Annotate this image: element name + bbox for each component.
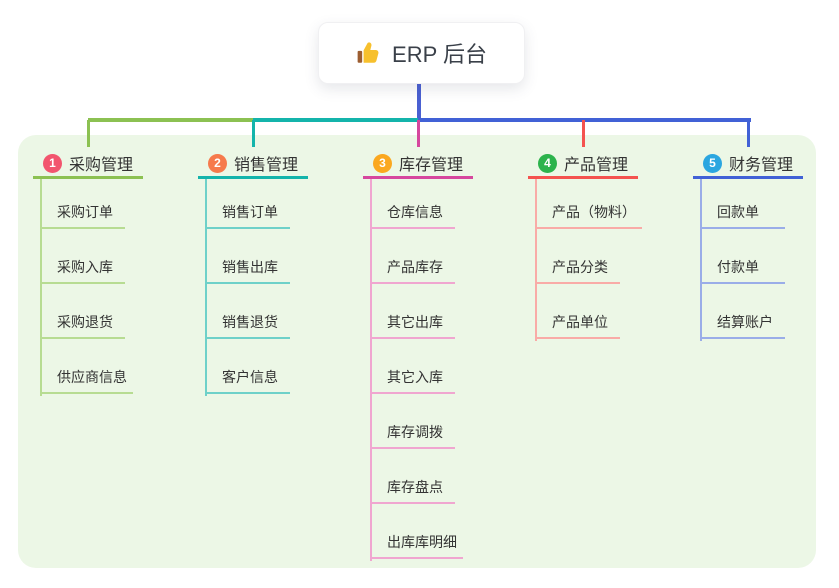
branch-item-label: 客户信息 bbox=[222, 369, 278, 385]
branch-item[interactable]: 库存调拨 bbox=[370, 424, 455, 449]
branch-item[interactable]: 采购入库 bbox=[40, 259, 125, 284]
branch-items-connector-line bbox=[700, 179, 702, 341]
branch-label: 库存管理 bbox=[399, 157, 464, 174]
branch-label: 采购管理 bbox=[69, 157, 134, 174]
branch-number-badge: 2 bbox=[208, 153, 227, 173]
branch-item-label: 产品（物料） bbox=[552, 204, 636, 220]
branch-label: 销售管理 bbox=[234, 157, 299, 174]
branch-item[interactable]: 付款单 bbox=[700, 259, 785, 284]
branch-item-label: 库存调拨 bbox=[387, 424, 443, 440]
branch-item[interactable]: 产品分类 bbox=[535, 259, 620, 284]
branch-item-label: 采购订单 bbox=[57, 204, 113, 220]
branch-item[interactable]: 仓库信息 bbox=[370, 204, 455, 229]
root-node[interactable]: ERP 后台 bbox=[318, 22, 525, 84]
branch-item-label: 供应商信息 bbox=[57, 369, 127, 385]
connector-segment bbox=[88, 118, 255, 122]
branch-item-label: 销售出库 bbox=[222, 259, 278, 275]
branch-item[interactable]: 供应商信息 bbox=[40, 369, 133, 394]
branch-item-label: 结算账户 bbox=[717, 314, 773, 330]
connector-segment bbox=[253, 118, 420, 122]
branch-item[interactable]: 采购订单 bbox=[40, 204, 125, 229]
branches-panel bbox=[18, 135, 816, 568]
branch-item[interactable]: 产品单位 bbox=[535, 314, 620, 339]
branch-item[interactable]: 结算账户 bbox=[700, 314, 785, 339]
branch-item[interactable]: 其它出库 bbox=[370, 314, 455, 339]
branch-number-badge: 3 bbox=[373, 153, 392, 173]
branch-drop-line bbox=[582, 120, 585, 147]
branch-item[interactable]: 产品库存 bbox=[370, 259, 455, 284]
branch-item[interactable]: 出库库明细 bbox=[370, 534, 463, 559]
branch-drop-line bbox=[87, 120, 90, 147]
branch-drop-line bbox=[747, 120, 750, 147]
branch-item[interactable]: 库存盘点 bbox=[370, 479, 455, 504]
branch-item-label: 其它出库 bbox=[387, 314, 443, 330]
branch-header[interactable]: 1 采购管理 bbox=[33, 150, 143, 179]
branch-item[interactable]: 客户信息 bbox=[205, 369, 290, 394]
branch-item[interactable]: 销售订单 bbox=[205, 204, 290, 229]
branch-item-label: 销售退货 bbox=[222, 314, 278, 330]
branch-item[interactable]: 其它入库 bbox=[370, 369, 455, 394]
branch-item-label: 采购退货 bbox=[57, 314, 113, 330]
branch-drop-line bbox=[417, 120, 420, 147]
branch-item-label: 销售订单 bbox=[222, 204, 278, 220]
thumbs-up-icon bbox=[356, 40, 382, 66]
root-connector-line bbox=[417, 82, 421, 119]
branch-item-label: 产品单位 bbox=[552, 314, 608, 330]
branch-item-label: 产品库存 bbox=[387, 259, 443, 275]
branch-items-connector-line bbox=[535, 179, 537, 341]
branch-item[interactable]: 回款单 bbox=[700, 204, 785, 229]
branch-item-label: 其它入库 bbox=[387, 369, 443, 385]
branch-items-connector-line bbox=[40, 179, 42, 396]
branch-item[interactable]: 采购退货 bbox=[40, 314, 125, 339]
branch-items-connector-line bbox=[370, 179, 372, 561]
branch-item[interactable]: 销售退货 bbox=[205, 314, 290, 339]
branch-item-label: 仓库信息 bbox=[387, 204, 443, 220]
branch-header[interactable]: 2 销售管理 bbox=[198, 150, 308, 179]
branch-number-badge: 5 bbox=[703, 153, 722, 173]
branch-header[interactable]: 4 产品管理 bbox=[528, 150, 638, 179]
branch-number-badge: 1 bbox=[43, 153, 62, 173]
branch-item-label: 出库库明细 bbox=[387, 534, 457, 550]
branch-item[interactable]: 销售出库 bbox=[205, 259, 290, 284]
branch-items-connector-line bbox=[205, 179, 207, 396]
branch-item-label: 库存盘点 bbox=[387, 479, 443, 495]
branch-label: 产品管理 bbox=[564, 157, 629, 174]
branch-item-label: 回款单 bbox=[717, 204, 759, 220]
branch-number-badge: 4 bbox=[538, 153, 557, 173]
branch-label: 财务管理 bbox=[729, 157, 794, 174]
branch-item[interactable]: 产品（物料） bbox=[535, 204, 642, 229]
root-label: ERP 后台 bbox=[392, 42, 487, 67]
branch-header[interactable]: 3 库存管理 bbox=[363, 150, 473, 179]
branch-item-label: 付款单 bbox=[717, 259, 759, 275]
branch-item-label: 产品分类 bbox=[552, 259, 608, 275]
branch-drop-line bbox=[252, 120, 255, 147]
branch-item-label: 采购入库 bbox=[57, 259, 113, 275]
branch-header[interactable]: 5 财务管理 bbox=[693, 150, 803, 179]
